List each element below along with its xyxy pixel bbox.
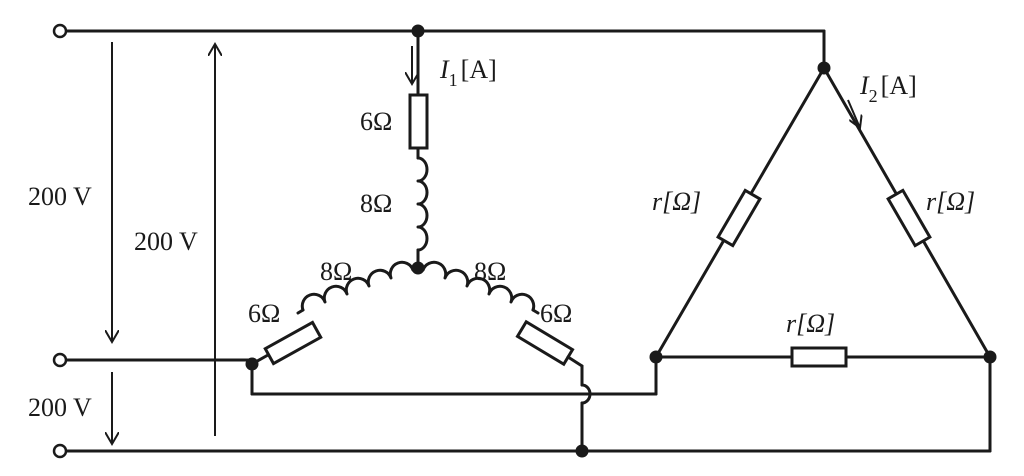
voltage-label-top-bottom: 200 V — [134, 227, 198, 256]
delta-bottom-resistance-label: r[Ω] — [786, 309, 835, 338]
terminal-bottom — [52, 443, 68, 459]
star-right-reactance-label: 8Ω — [474, 257, 506, 286]
terminal-top — [52, 23, 68, 39]
star-left-inductor — [300, 260, 415, 312]
current-arrow-i2 — [847, 99, 860, 128]
voltage-arrows: 200 V 200 V 200 V — [28, 42, 215, 444]
junction-top — [411, 24, 425, 38]
svg-text:I2[A]: I2[A] — [859, 71, 917, 106]
svg-text:I1[A]: I1[A] — [439, 55, 497, 90]
i2-subscript: 2 — [869, 86, 878, 106]
delta-left-resistance-label: r[Ω] — [652, 187, 701, 216]
i1-unit: [A] — [461, 55, 497, 84]
delta-left-resistor — [716, 188, 762, 248]
i2-symbol: I — [859, 71, 870, 100]
delta-right-resistance-label: r[Ω] — [926, 187, 975, 216]
voltage-label-top-middle: 200 V — [28, 182, 92, 211]
star-left-resistance-label: 6Ω — [248, 299, 280, 328]
terminal-middle — [52, 352, 68, 368]
star-right-inductor — [421, 260, 536, 312]
star-top-resistance-label: 6Ω — [360, 107, 392, 136]
junction-star-neutral — [411, 261, 425, 275]
star-top-reactance-label: 8Ω — [360, 189, 392, 218]
junction-dots — [245, 24, 997, 458]
star-load: I1[A] 6Ω 8Ω 8Ω 8Ω 6Ω 6Ω — [248, 29, 658, 453]
delta-right-resistor — [886, 188, 932, 248]
star-top-resistor — [408, 93, 429, 150]
star-top-inductor — [416, 156, 429, 252]
supply-lines — [52, 23, 992, 459]
i2-unit: [A] — [881, 71, 917, 100]
junction-delta-left — [649, 350, 663, 364]
voltage-label-middle-bottom: 200 V — [28, 393, 92, 422]
star-right-resistor — [515, 319, 575, 367]
junction-delta-right — [983, 350, 997, 364]
wire-crossover — [580, 383, 592, 405]
star-left-resistor — [263, 320, 323, 366]
junction-bottom — [575, 444, 589, 458]
star-left-reactance-label: 8Ω — [320, 257, 352, 286]
star-right-resistance-label: 6Ω — [540, 299, 572, 328]
delta-load: I2[A] r[Ω] r[Ω] r[Ω] — [652, 66, 992, 396]
junction-middle — [245, 357, 259, 371]
i1-symbol: I — [439, 55, 450, 84]
i1-subscript: 1 — [449, 70, 458, 90]
delta-bottom-resistor — [790, 346, 848, 368]
junction-delta-top — [817, 61, 831, 75]
